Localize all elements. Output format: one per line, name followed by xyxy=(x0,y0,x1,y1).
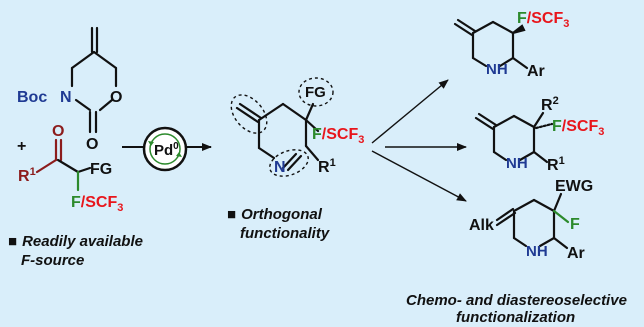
product-1-fluoro-scf3-label: F/SCF3 xyxy=(517,10,569,30)
product-2-piperidine xyxy=(474,111,554,164)
caption-readily-available: ■Readily available xyxy=(8,233,143,250)
arrow-to-product-1 xyxy=(371,79,449,144)
product-1-piperidine xyxy=(453,18,529,70)
fluoro-scf3-label: F/SCF3 xyxy=(71,194,123,214)
r1-label: R1 xyxy=(18,166,36,185)
ring-nitrogen-label: N xyxy=(60,89,72,106)
plus-sign: + xyxy=(17,138,26,155)
ring-oxygen-label: O xyxy=(110,89,122,106)
imine-highlight xyxy=(269,149,309,177)
pd-catalyst-label: Pd0 xyxy=(154,141,179,159)
fg-label: FG xyxy=(90,161,112,178)
product-3-ar-label: Ar xyxy=(567,245,585,262)
product-2-nh-label: NH xyxy=(506,155,528,172)
ketone-oxygen-label: O xyxy=(52,123,64,140)
caption-chemo-diastereo: Chemo- and diastereoselective xyxy=(406,292,627,309)
carbonyl-oxygen-label: O xyxy=(86,136,98,153)
product-3-piperidine xyxy=(495,192,570,250)
product-2-r1-label: R1 xyxy=(547,155,565,174)
product-2-fluoro-scf3-label: F/SCF3 xyxy=(552,118,604,138)
intermediate-fluoro-scf3-label: F/SCF3 xyxy=(312,126,364,146)
intermediate-structure xyxy=(235,102,320,172)
fg-highlight xyxy=(298,77,334,107)
reactant-oxazinanone xyxy=(70,26,118,134)
caption-functionality: functionality xyxy=(240,225,330,242)
caption-functionalization: functionalization xyxy=(456,309,575,326)
imine-nitrogen-label: N xyxy=(274,159,286,176)
caption-orthogonal: ■Orthogonal xyxy=(227,206,323,223)
product-3-ewg-label: EWG xyxy=(555,178,593,195)
product-1-ar-label: Ar xyxy=(527,63,545,80)
intermediate-r1-label: R1 xyxy=(318,157,336,176)
product-1-nh-label: NH xyxy=(486,61,508,78)
pd-catalyst-circle xyxy=(142,126,188,172)
arrow-to-product-3 xyxy=(371,150,467,202)
product-3-alk-label: Alk xyxy=(469,217,494,234)
product-2-r2-label: R2 xyxy=(541,95,559,114)
product-3-fluoro-label: F xyxy=(570,216,580,233)
reactant-fluoroketone xyxy=(35,138,92,192)
caption-f-source: F-source xyxy=(21,252,84,269)
boc-label: Boc xyxy=(17,89,47,106)
product-3-nh-label: NH xyxy=(526,243,548,260)
intermediate-fg-label: FG xyxy=(305,84,326,101)
